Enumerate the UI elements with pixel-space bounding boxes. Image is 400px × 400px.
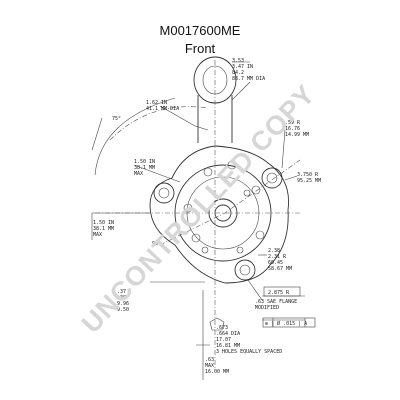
svg-text:88.7 MM DIA: 88.7 MM DIA xyxy=(232,76,265,82)
dim-box-2875: 2.875 R xyxy=(263,286,301,297)
svg-text:9.96: 9.96 xyxy=(117,301,129,307)
dim-left-r: 1.50 IN 38.1 MM MAX xyxy=(93,220,114,238)
dim-holes: .673 .664 DIA 17.07 16.81 MM 3 HOLES EQU… xyxy=(216,325,282,355)
svg-text:14.99 MM: 14.99 MM xyxy=(285,132,309,138)
dim-angle-90: 90° xyxy=(152,241,161,247)
svg-text:MODIFIED: MODIFIED xyxy=(255,305,279,311)
svg-text:MAX: MAX xyxy=(93,232,102,238)
sweep-arc-outer xyxy=(94,97,176,176)
sweep-arc xyxy=(109,106,209,141)
drawing-subtitle: Front xyxy=(185,41,216,56)
datum-marker xyxy=(209,317,225,331)
svg-text:38.1 MM: 38.1 MM xyxy=(134,165,155,171)
svg-text:.37: .37 xyxy=(117,289,126,295)
svg-text:3.47 IN: 3.47 IN xyxy=(232,64,253,70)
svg-text:16.76: 16.76 xyxy=(285,126,300,132)
svg-text:3 HOLES EQUALLY SPACED: 3 HOLES EQUALLY SPACED xyxy=(216,349,282,355)
svg-text:1.50 IN: 1.50 IN xyxy=(134,159,155,165)
svg-text:.63: .63 xyxy=(205,357,214,363)
svg-text:.59 R: .59 R xyxy=(285,120,301,126)
svg-text:2.875 R: 2.875 R xyxy=(268,290,290,296)
svg-text:3.53: 3.53 xyxy=(232,58,244,64)
svg-text:1.62 IN: 1.62 IN xyxy=(146,100,167,106)
svg-text:MAX: MAX xyxy=(205,363,214,369)
dim-right-r: .59 R 16.76 14.99 MM xyxy=(285,120,309,138)
dim-right-3750: 3.750 R 95.25 MM xyxy=(297,172,321,184)
svg-text:2.38: 2.38 xyxy=(268,248,280,254)
drawing-title: M0017600ME xyxy=(160,23,241,38)
svg-text:⊕ | Ø .015 | A: ⊕ | Ø .015 | A xyxy=(265,320,307,327)
dim-top-dia: 3.53 3.47 IN 84.2 88.7 MM DIA xyxy=(232,58,265,82)
dim-upper-dia: 1.62 IN 41.1 MM DIA xyxy=(146,100,179,112)
svg-text:60.45: 60.45 xyxy=(268,260,283,266)
dim-r-mid: 1.50 IN 38.1 MM MAX xyxy=(134,159,155,177)
dim-max-bottom: .63 MAX 16.00 MM xyxy=(205,357,229,375)
svg-text:1.50 IN: 1.50 IN xyxy=(93,220,114,226)
svg-text:.664 DIA: .664 DIA xyxy=(216,331,240,337)
dim-angle-75: 75° xyxy=(112,116,121,122)
svg-text:MAX: MAX xyxy=(134,171,143,177)
svg-text:95.25 MM: 95.25 MM xyxy=(297,178,321,184)
svg-text:41.1 MM DIA: 41.1 MM DIA xyxy=(146,106,179,112)
svg-text:17.07: 17.07 xyxy=(216,337,231,343)
dim-bottom-left: .37 .38 9.96 9.50 xyxy=(117,289,129,313)
svg-text:16.81 MM: 16.81 MM xyxy=(216,343,240,349)
svg-text:.38: .38 xyxy=(117,295,126,301)
svg-text:58.67 MM: 58.67 MM xyxy=(268,266,292,272)
svg-text:38.1 MM: 38.1 MM xyxy=(93,226,114,232)
svg-text:3.750 R: 3.750 R xyxy=(297,172,319,178)
tolerance-frame: ⊕ | Ø .015 | A xyxy=(262,317,316,328)
svg-text:2.31 R: 2.31 R xyxy=(268,254,287,260)
dim-lower-right: 2.38 2.31 R 60.45 58.67 MM xyxy=(268,248,292,272)
svg-text:84.2: 84.2 xyxy=(232,70,244,76)
svg-text:9.50: 9.50 xyxy=(117,307,129,313)
svg-text:.673: .673 xyxy=(216,325,228,331)
svg-text:.63 SAE FLANGE: .63 SAE FLANGE xyxy=(255,299,297,305)
svg-text:16.00 MM: 16.00 MM xyxy=(205,369,229,375)
dim-sae-flange: .63 SAE FLANGE MODIFIED xyxy=(255,299,297,311)
